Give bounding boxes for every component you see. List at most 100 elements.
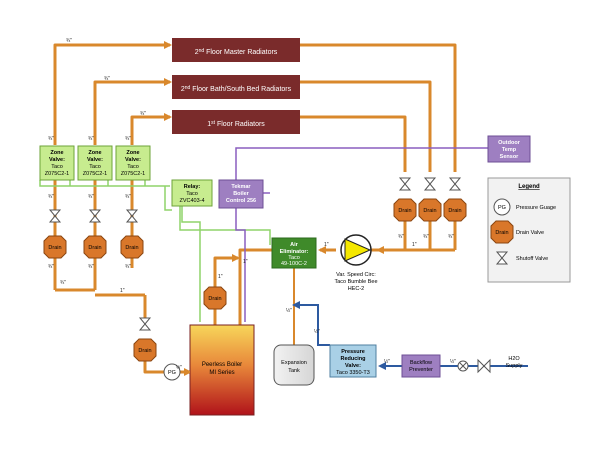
expansion-tank: Expansion Tank	[273, 344, 315, 386]
svg-text:Drain: Drain	[495, 230, 508, 236]
svg-text:Eliminator:: Eliminator:	[280, 249, 309, 255]
svg-text:Taco Bumble Bee: Taco Bumble Bee	[334, 279, 377, 285]
svg-text:Air: Air	[290, 242, 299, 248]
drain-valve-right-3: Drain	[443, 198, 467, 222]
svg-text:Valve:: Valve:	[87, 157, 103, 163]
drain-valve-right-1: Drain	[393, 198, 417, 222]
svg-text:Sensor: Sensor	[500, 154, 520, 160]
shutoff-valve-right-1	[398, 177, 412, 191]
svg-text:1": 1"	[218, 274, 223, 280]
pressure-reducing-valve: Pressure Reducing Valve: Taco 3350-T3	[329, 344, 377, 378]
svg-text:¾": ¾"	[104, 76, 110, 82]
legend: Legend PG Pressure Guage Drain Drain Val…	[487, 177, 571, 283]
circulator-pump: Var. Speed Circ: Taco Bumble Bee HEC-2	[334, 234, 378, 292]
svg-text:¾": ¾"	[60, 280, 66, 286]
svg-text:Z075C2-1: Z075C2-1	[83, 171, 107, 177]
pipe-supply-bath	[93, 78, 172, 145]
svg-text:¾": ¾"	[125, 136, 131, 142]
radiator-1st: 1st Floor Radiators	[172, 110, 300, 134]
pipe-supply-master	[53, 41, 172, 145]
svg-text:Zone: Zone	[50, 150, 63, 156]
shutoff-valve-right-3	[448, 177, 462, 191]
svg-text:Taco: Taco	[127, 164, 139, 170]
svg-text:Drain: Drain	[398, 208, 411, 214]
svg-text:Relay:: Relay:	[184, 184, 201, 190]
svg-text:Shutoff Valve: Shutoff Valve	[516, 256, 548, 262]
drain-valve-boiler-return: Drain	[133, 338, 157, 362]
svg-text:MI Series: MI Series	[209, 370, 234, 376]
svg-text:2nd Floor Bath/South Bed Radia: 2nd Floor Bath/South Bed Radiators	[181, 85, 292, 93]
svg-text:Tekmar: Tekmar	[231, 184, 251, 190]
svg-text:¾": ¾"	[125, 264, 131, 270]
control-wires-green	[39, 180, 271, 322]
svg-text:Temp: Temp	[502, 147, 517, 153]
svg-text:Expansion: Expansion	[281, 360, 307, 366]
svg-text:Drain: Drain	[138, 348, 151, 354]
svg-text:Z075C2-1: Z075C2-1	[45, 171, 69, 177]
svg-text:Peerless Boiler: Peerless Boiler	[202, 362, 242, 368]
svg-text:Pressure Guage: Pressure Guage	[516, 205, 556, 211]
svg-text:½": ½"	[286, 307, 292, 314]
svg-text:Drain: Drain	[48, 245, 61, 251]
backflow-preventer: Backflow Preventer	[401, 354, 441, 378]
svg-text:¾": ¾"	[66, 38, 72, 44]
svg-text:Drain: Drain	[423, 208, 436, 214]
svg-text:1": 1"	[243, 259, 248, 265]
svg-text:½": ½"	[176, 364, 182, 371]
tekmar-control: Tekmar Boiler Control 256	[218, 179, 264, 209]
svg-text:HEC-2: HEC-2	[348, 286, 365, 292]
shutoff-valve-icon	[495, 251, 509, 265]
svg-text:1": 1"	[324, 242, 329, 248]
svg-text:Taco: Taco	[89, 164, 101, 170]
relay-box: Relay: Taco ZVC403-4	[171, 179, 213, 207]
shutoff-valves	[48, 177, 462, 331]
radiator-2nd-master: 2nd Floor Master Radiators	[172, 38, 300, 62]
svg-text:1": 1"	[120, 288, 125, 294]
outdoor-temp-sensor: Outdoor Temp Sensor	[487, 135, 531, 163]
zone-valve-1: Zone Valve: Taco Z075C2-1	[39, 145, 75, 181]
svg-text:Zone: Zone	[88, 150, 101, 156]
h2o-supply-label-2: Supply	[506, 363, 523, 369]
svg-text:¾": ¾"	[125, 194, 131, 200]
svg-text:PG: PG	[498, 205, 506, 211]
legend-title: Legend	[518, 184, 540, 190]
svg-text:¾": ¾"	[88, 136, 94, 142]
shutoff-valve-right-2	[423, 177, 437, 191]
drain-valves: Drain Drain Drain Drain Drain Drain Drai…	[43, 198, 467, 362]
svg-text:¾": ¾"	[88, 264, 94, 270]
svg-text:Drain Valve: Drain Valve	[516, 230, 544, 236]
pipe-return-bath	[300, 80, 432, 172]
drain-valve-left-1: Drain	[43, 235, 67, 259]
svg-text:1": 1"	[412, 242, 417, 248]
svg-text:¾": ¾"	[398, 234, 404, 240]
svg-text:Backflow: Backflow	[410, 360, 432, 366]
svg-text:Valve:: Valve:	[125, 157, 141, 163]
svg-text:Outdoor: Outdoor	[498, 140, 521, 146]
legend-item-pressure-gauge: PG Pressure Guage	[493, 198, 556, 216]
svg-text:Tank: Tank	[288, 368, 300, 374]
svg-text:Taco 3350-T3: Taco 3350-T3	[336, 370, 370, 376]
radiator-2nd-bath: 2nd Floor Bath/South Bed Radiators	[172, 75, 300, 99]
h2o-supply-label: H2O	[508, 356, 520, 362]
svg-text:Taco: Taco	[186, 191, 198, 197]
drain-valve-left-3: Drain	[120, 235, 144, 259]
drain-valve-left-2: Drain	[83, 235, 107, 259]
svg-text:¾": ¾"	[88, 194, 94, 200]
svg-text:¾": ¾"	[48, 264, 54, 270]
shutoff-valve-left-1	[48, 209, 62, 223]
svg-text:½": ½"	[450, 358, 456, 365]
svg-text:Taco: Taco	[51, 164, 63, 170]
svg-text:Drain: Drain	[88, 245, 101, 251]
svg-text:Drain: Drain	[208, 296, 221, 302]
svg-text:1st Floor Radiators: 1st Floor Radiators	[207, 120, 265, 128]
svg-text:Z075C2-1: Z075C2-1	[121, 171, 145, 177]
drain-valve-right-2: Drain	[418, 198, 442, 222]
pipe-supply-first	[130, 113, 172, 145]
svg-text:Control 256: Control 256	[226, 198, 256, 204]
control-wires-purple	[235, 147, 500, 322]
pressure-gauge: PG	[163, 363, 190, 381]
svg-text:¾": ¾"	[423, 234, 429, 240]
svg-text:49-100C-2: 49-100C-2	[281, 261, 307, 267]
svg-text:Drain: Drain	[125, 245, 138, 251]
shutoff-valve-left-3	[125, 209, 139, 223]
